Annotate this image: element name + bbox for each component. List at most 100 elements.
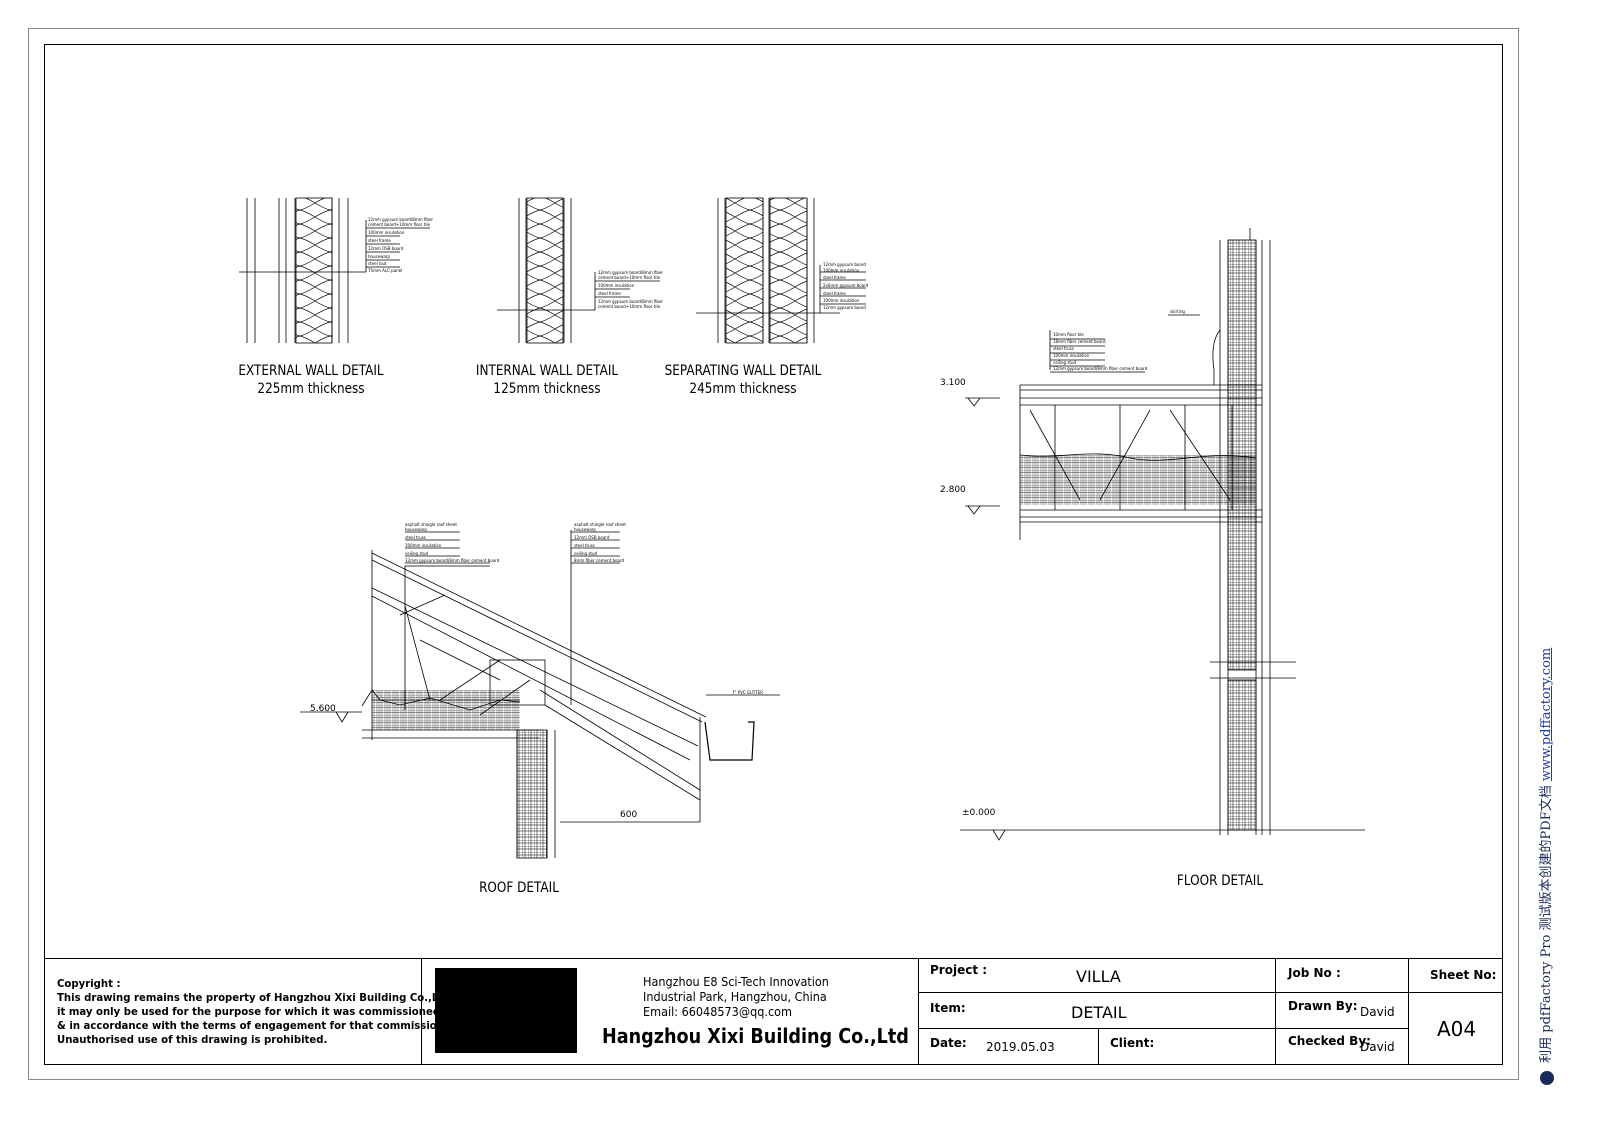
separating-wall-caption: SEPARATING WALL DETAIL 245mm thickness bbox=[661, 362, 824, 398]
internal-wall-thickness: 125mm thickness bbox=[493, 381, 601, 397]
note: steel frame bbox=[368, 238, 391, 243]
drawn-by-value: David bbox=[1360, 1005, 1395, 1019]
ground-level: ±0.000 bbox=[962, 808, 996, 818]
note: steel frame bbox=[598, 291, 621, 296]
note: 100mm insulation bbox=[1053, 353, 1090, 358]
floor-notes: 10mm floor tile 18mm fiber cement board … bbox=[1053, 309, 1185, 371]
sheet-outer-border bbox=[28, 28, 1519, 1080]
note: 75mm ALC panel bbox=[368, 268, 402, 273]
note: 10mm floor tile bbox=[1053, 332, 1084, 337]
separating-wall-title: SEPARATING WALL DETAIL bbox=[664, 363, 822, 379]
checked-by-label: Checked By: bbox=[1288, 1034, 1371, 1048]
note: steel frame bbox=[823, 291, 846, 296]
email-line: Email: 66048573@qq.com bbox=[643, 1004, 792, 1019]
job-number-label: Job No : bbox=[1288, 966, 1341, 980]
project-value: VILLA bbox=[1076, 967, 1121, 986]
drawing-frame bbox=[44, 44, 1503, 1065]
drawn-by-label: Drawn By: bbox=[1288, 999, 1358, 1013]
note: cement board+10mm floor tile bbox=[598, 275, 661, 280]
copyright-line: & in accordance with the terms of engage… bbox=[57, 1019, 448, 1032]
gutter-label: 7" PVC GUTTER bbox=[732, 690, 763, 695]
item-value: DETAIL bbox=[1071, 1003, 1127, 1022]
floor-section bbox=[960, 228, 1365, 841]
note: asphalt shingle roof sheet bbox=[574, 522, 626, 527]
copyright-notice: Copyright : This drawing remains the pro… bbox=[57, 977, 454, 1047]
note: 2x6mm gypsum board bbox=[823, 283, 869, 288]
note: cement board+10mm floor tile bbox=[368, 222, 431, 227]
note: 100mm insulation bbox=[368, 230, 405, 235]
watermark-link[interactable]: www.pdffactory.com bbox=[1539, 647, 1554, 782]
copyright-heading: Copyright : bbox=[57, 977, 121, 990]
separating-wall-notes: 12mm gypsum board 100mm insulation steel… bbox=[823, 262, 869, 310]
pdffactory-badge-icon bbox=[1539, 1071, 1554, 1085]
divider bbox=[1408, 959, 1409, 1065]
note: steel frame bbox=[823, 275, 846, 280]
note: 100mm insulation bbox=[405, 543, 442, 548]
note: ceiling stud bbox=[1053, 360, 1077, 365]
roof-detail-title: ROOF DETAIL bbox=[479, 880, 559, 896]
floor-detail-title: FLOOR DETAIL bbox=[1176, 873, 1264, 889]
note: 18mm fiber cement board bbox=[1053, 339, 1106, 344]
note: steel truss bbox=[1053, 346, 1074, 351]
external-wall-section bbox=[239, 197, 430, 344]
date-label: Date: bbox=[930, 1036, 967, 1050]
copyright-line: it may only be used for the purpose for … bbox=[57, 1005, 441, 1018]
divider bbox=[1098, 1028, 1099, 1064]
divider bbox=[918, 992, 1408, 993]
address-line: Industrial Park, Hangzhou, China bbox=[643, 989, 827, 1004]
note: 12mm gypsum board/8mm fiber cement board bbox=[405, 558, 500, 563]
note: ceiling stud bbox=[405, 551, 429, 556]
internal-wall-notes: 12mm gypsum board/8mm fiber cement board… bbox=[598, 270, 663, 309]
note: steel lout bbox=[368, 261, 387, 266]
roof-level: 5.600 bbox=[310, 704, 336, 714]
external-wall-title: EXTERNAL WALL DETAIL bbox=[238, 363, 384, 379]
note: 12mm gypsum board/8mm fiber bbox=[598, 299, 663, 304]
divider bbox=[421, 959, 422, 1065]
divider bbox=[918, 959, 919, 1065]
note: 8mm fiber cement board bbox=[574, 558, 624, 563]
internal-wall-section bbox=[497, 197, 660, 344]
note: steel truss bbox=[574, 543, 595, 548]
internal-wall-caption: INTERNAL WALL DETAIL 125mm thickness bbox=[474, 362, 620, 398]
internal-wall-title: INTERNAL WALL DETAIL bbox=[475, 363, 619, 379]
company-logo bbox=[435, 968, 577, 1053]
copyright-line: Unauthorised use of this drawing is proh… bbox=[57, 1033, 328, 1046]
note: housewarp bbox=[368, 254, 390, 259]
roof-notes: asphalt shingle roof sheet housewarp ste… bbox=[405, 522, 763, 695]
separating-wall-section bbox=[696, 197, 866, 344]
separating-wall-thickness: 245mm thickness bbox=[689, 381, 797, 397]
floor-level-upper: 3.100 bbox=[940, 378, 966, 388]
note: cement board+10mm floor tile bbox=[598, 304, 661, 309]
roof-section bbox=[300, 530, 780, 859]
watermark-text: 利用 pdfFactory Pro 测试版本创建的PDF文档 bbox=[1539, 785, 1554, 1063]
note: 100mm insulation bbox=[598, 283, 635, 288]
item-label: Item: bbox=[930, 1001, 966, 1015]
note: 12mm gypsum board/8mm fiber bbox=[368, 217, 433, 222]
skirting-label: skirting bbox=[1170, 309, 1185, 314]
project-label: Project : bbox=[930, 963, 988, 977]
note: 12mm gypsum board/8mm fiber bbox=[598, 270, 663, 275]
checked-by-value: David bbox=[1360, 1040, 1395, 1054]
note: housewarp bbox=[574, 527, 596, 532]
divider bbox=[1408, 992, 1502, 993]
note: 100mm insulation bbox=[823, 298, 860, 303]
external-wall-thickness: 225mm thickness bbox=[257, 381, 365, 397]
date-value: 2019.05.03 bbox=[986, 1040, 1055, 1054]
note: housewarp bbox=[405, 527, 427, 532]
note: 12mm gypsum board bbox=[823, 305, 866, 310]
note: asphalt shingle roof sheet bbox=[405, 522, 457, 527]
sheet-number-value: A04 bbox=[1437, 1017, 1477, 1041]
note: 12mm gypsum board bbox=[823, 262, 866, 267]
roof-dimension: 600 bbox=[620, 810, 637, 820]
address-line: Hangzhou E8 Sci-Tech Innovation bbox=[643, 974, 829, 989]
note: 12mm OSB board bbox=[574, 535, 610, 540]
company-name: Hangzhou Xixi Building Co.,Ltd bbox=[602, 1024, 909, 1048]
note: 100mm insulation bbox=[823, 268, 860, 273]
pdffactory-watermark: 利用 pdfFactory Pro 测试版本创建的PDF文档 www.pdffa… bbox=[1535, 648, 1554, 1085]
divider bbox=[1275, 959, 1276, 1065]
client-label: Client: bbox=[1110, 1036, 1155, 1050]
title-block bbox=[45, 958, 1502, 1065]
note: 12mm gypsum board/8mm fiber cement board bbox=[1053, 366, 1148, 371]
divider bbox=[918, 1028, 1408, 1029]
